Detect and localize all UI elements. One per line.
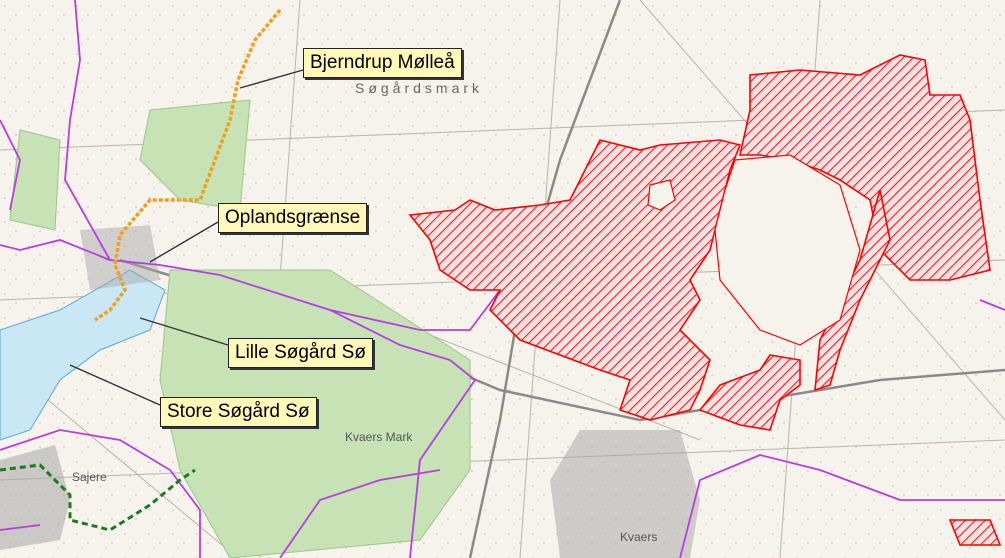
wetland-polygon-southeast [948, 519, 1002, 546]
label-lille-sogard-so: Lille Søgård Sø [228, 338, 373, 368]
place-name-sogardsmark: Søgårdsmark [355, 80, 484, 96]
place-name-kvaers-mark: Kvaers Mark [345, 430, 413, 444]
wetland-holes [647, 154, 861, 346]
lake-store-sogard [0, 269, 166, 441]
callout-leaders [69, 69, 304, 406]
wetland-polygon-south [698, 354, 801, 431]
place-name-sajere: Sajere [72, 470, 107, 484]
stream-bjerndrup-mollea [94, 8, 282, 322]
label-bjerndrup-mollea: Bjerndrup Mølleå [303, 48, 462, 78]
label-store-sogard-so: Store Søgård Sø [160, 397, 317, 427]
label-oplandsgraense: Oplandsgrænse [218, 203, 368, 233]
place-name-kvaers: Kvaers [620, 530, 658, 544]
wetland-polygon-west [408, 139, 742, 421]
wetland-areas [408, 54, 1002, 546]
town-areas [0, 225, 700, 558]
